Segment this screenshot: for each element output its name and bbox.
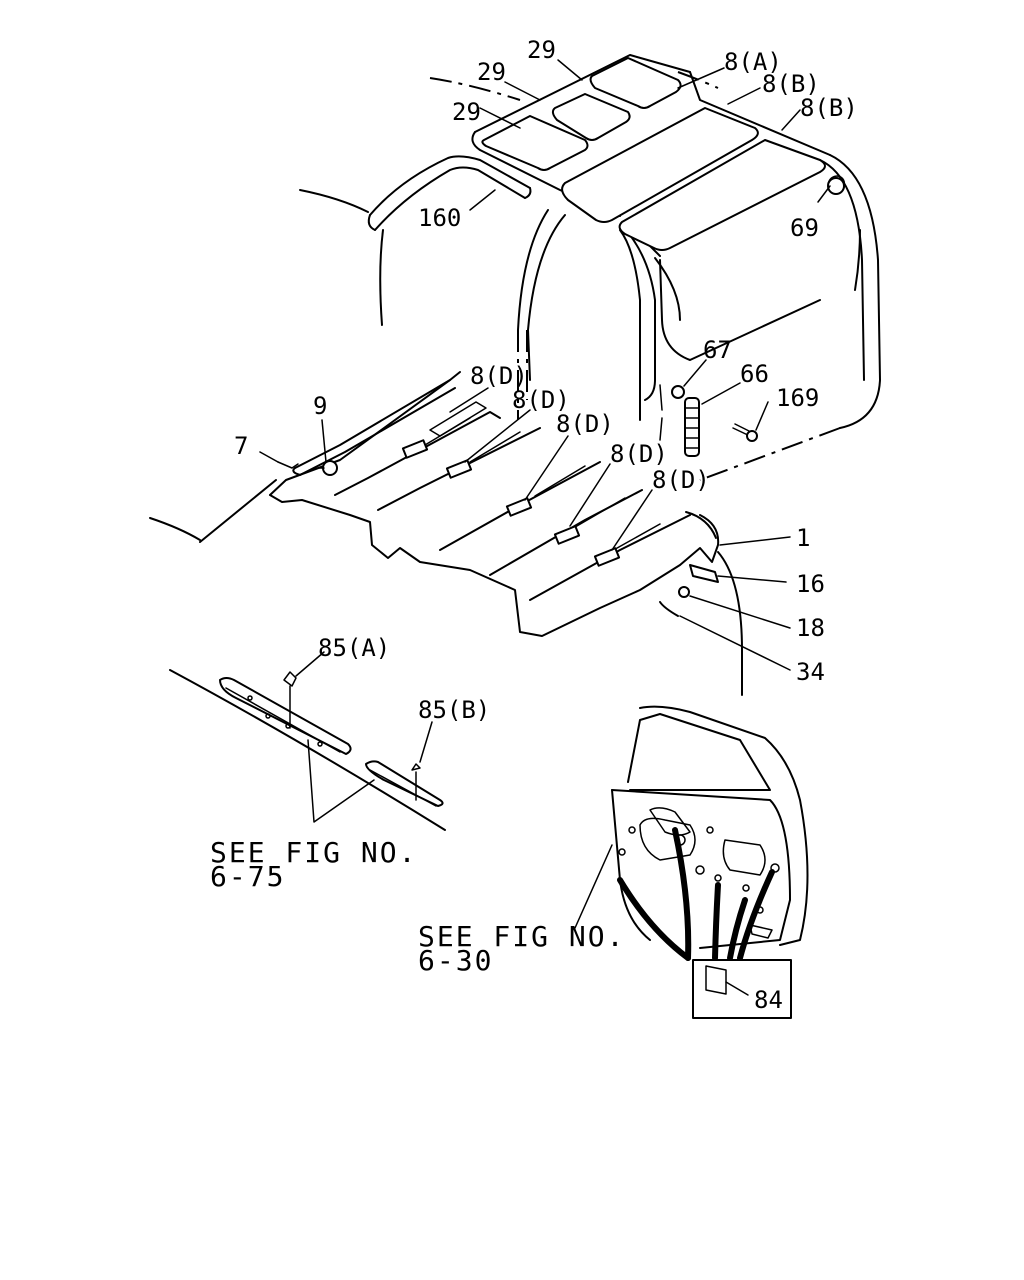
callout-18: 18 <box>796 614 825 642</box>
part-69-clip <box>827 175 846 195</box>
callout-8d: 8(D) <box>556 410 614 438</box>
callout-67: 67 <box>703 336 732 364</box>
rear-door-panel <box>611 705 809 961</box>
callout-85a: 85(A) <box>318 634 390 662</box>
see-fig-6-30-line1: SEE FIG NO. <box>418 920 625 953</box>
callout-8d: 8(D) <box>512 386 570 414</box>
see-fig-6-75-line1: SEE FIG NO. <box>210 836 417 869</box>
part-84-label-box <box>692 959 792 1019</box>
callout-8b: 8(B) <box>800 94 858 122</box>
part-34-bracket <box>659 601 679 617</box>
roof-panel-8b-rear <box>618 139 826 251</box>
callout-8d: 8(D) <box>470 362 528 390</box>
part-160-roof-rail <box>367 155 532 231</box>
part-9-clip <box>317 460 338 476</box>
side-sill-85 <box>169 669 446 831</box>
roof-panel-8b-front <box>561 107 759 223</box>
callout-8b: 8(B) <box>762 70 820 98</box>
roof-pad-29-rear <box>589 57 682 109</box>
roof-pad-29-middle <box>551 93 631 141</box>
callout-labels: 29 29 29 8(A) 8(B) 8(B) 160 69 67 66 169… <box>234 36 858 1014</box>
callout-34: 34 <box>796 658 825 686</box>
body-pillar-arc <box>717 551 743 696</box>
part-7-trim <box>277 461 299 469</box>
leader-lines <box>259 59 831 996</box>
callout-8d: 8(D) <box>652 466 710 494</box>
callout-84: 84 <box>754 986 783 1014</box>
callout-29: 29 <box>477 58 506 86</box>
callout-85b: 85(B) <box>418 696 490 724</box>
callout-69: 69 <box>790 214 819 242</box>
headliner-panel-1 <box>149 371 720 637</box>
part-16-lamp <box>689 564 719 583</box>
figure-references: SEE FIG NO. 6-75 SEE FIG NO. 6-30 <box>210 836 625 977</box>
callout-16: 16 <box>796 570 825 598</box>
callout-29: 29 <box>527 36 556 64</box>
part-66-67-169-assembly <box>659 384 758 457</box>
callout-8d: 8(D) <box>610 440 668 468</box>
callout-66: 66 <box>740 360 769 388</box>
callout-169: 169 <box>776 384 819 412</box>
headliner-pads-8d <box>401 439 621 567</box>
callout-9: 9 <box>313 392 327 420</box>
part-18-screw <box>678 586 690 598</box>
callout-1: 1 <box>796 524 810 552</box>
roof-pad-29-front <box>481 115 589 171</box>
callout-29: 29 <box>452 98 481 126</box>
see-fig-6-30-line2: 6-30 <box>418 944 493 977</box>
callout-8a: 8(A) <box>724 48 782 76</box>
see-fig-6-75-line2: 6-75 <box>210 860 285 893</box>
callout-160: 160 <box>418 204 461 232</box>
callout-7: 7 <box>234 432 248 460</box>
